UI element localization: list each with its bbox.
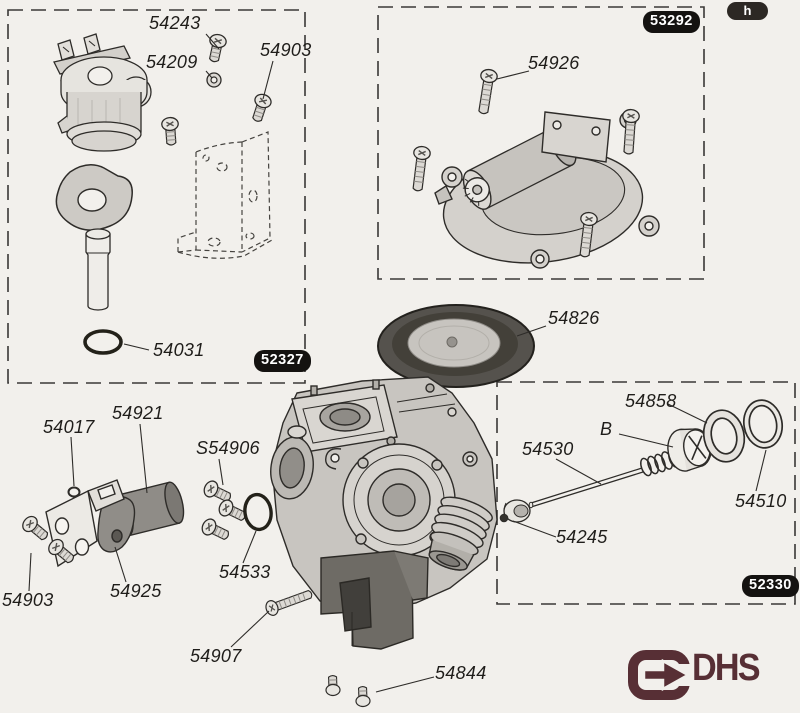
o-ring-54533-drawing (243, 492, 273, 532)
part-label-54844: 54844 (435, 663, 487, 683)
part-label-54530: 54530 (522, 439, 574, 459)
part-label-54926: 54926 (528, 53, 580, 73)
screw-drawing (408, 144, 432, 193)
plunger-drawing (85, 228, 111, 311)
part-label-54903-top: 54903 (260, 40, 312, 60)
dhs-logo-text: DHS (692, 647, 761, 689)
part-label-54903-bottom: 54903 (2, 590, 54, 610)
screw-54926-drawing (474, 67, 499, 116)
part-label-b: B (600, 419, 613, 439)
screw-54907-drawing (263, 585, 315, 618)
screw-54903-bottom-drawing (19, 512, 53, 545)
part-label-54209: 54209 (146, 52, 198, 72)
part-label-54907: 54907 (190, 646, 242, 666)
o-ring-54017-drawing (67, 486, 81, 498)
screw-54844-drawing (354, 685, 371, 708)
valve-body-drawing (270, 376, 498, 650)
gasket-54925-drawing (97, 495, 136, 553)
part-label-54921: 54921 (112, 403, 164, 423)
kit-badge-52327: 52327 (254, 350, 311, 372)
kit-box-52330 (496, 381, 796, 605)
part-label-54533: 54533 (219, 562, 271, 582)
part-label-54017: 54017 (43, 417, 95, 437)
stem-rod-54530-drawing (530, 467, 644, 508)
valve-stem-assembly-drawing (499, 399, 784, 523)
kit-badge-52330: 52330 (742, 575, 799, 597)
coil-gasket-drawing (55, 164, 133, 231)
diaphragm-54826-drawing (377, 304, 535, 388)
screw-drawing (619, 108, 641, 156)
screw-54844-drawing (324, 674, 341, 697)
part-label-54031: 54031 (153, 340, 205, 360)
o-ring-54510-drawing (742, 399, 784, 449)
part-label-54243: 54243 (149, 13, 201, 33)
o-ring-54031-drawing (83, 329, 123, 355)
part-label-s54906: S54906 (196, 438, 260, 458)
screw-s54906-drawing (198, 516, 233, 545)
part-label-54245: 54245 (556, 527, 608, 547)
page-corner-badge: h (727, 2, 768, 20)
solenoid-coil-drawing (53, 33, 152, 152)
kit-badge-53292: 53292 (643, 11, 700, 33)
kit-box-52327 (7, 9, 306, 384)
screw-drawing (160, 116, 181, 147)
o-ring-54858-drawing (702, 409, 746, 463)
ball-54245-drawing (499, 513, 509, 523)
leader-lines (28, 33, 767, 693)
dhs-logo-arrow-icon (628, 650, 694, 700)
part-label-54925: 54925 (110, 581, 162, 601)
mounting-bracket-outline (177, 131, 273, 259)
kit-box-53292 (377, 6, 705, 280)
screw-54903-top-drawing (248, 91, 274, 125)
part-label-54826: 54826 (548, 308, 600, 328)
part-label-54510: 54510 (735, 491, 787, 511)
part-label-54858: 54858 (625, 391, 677, 411)
